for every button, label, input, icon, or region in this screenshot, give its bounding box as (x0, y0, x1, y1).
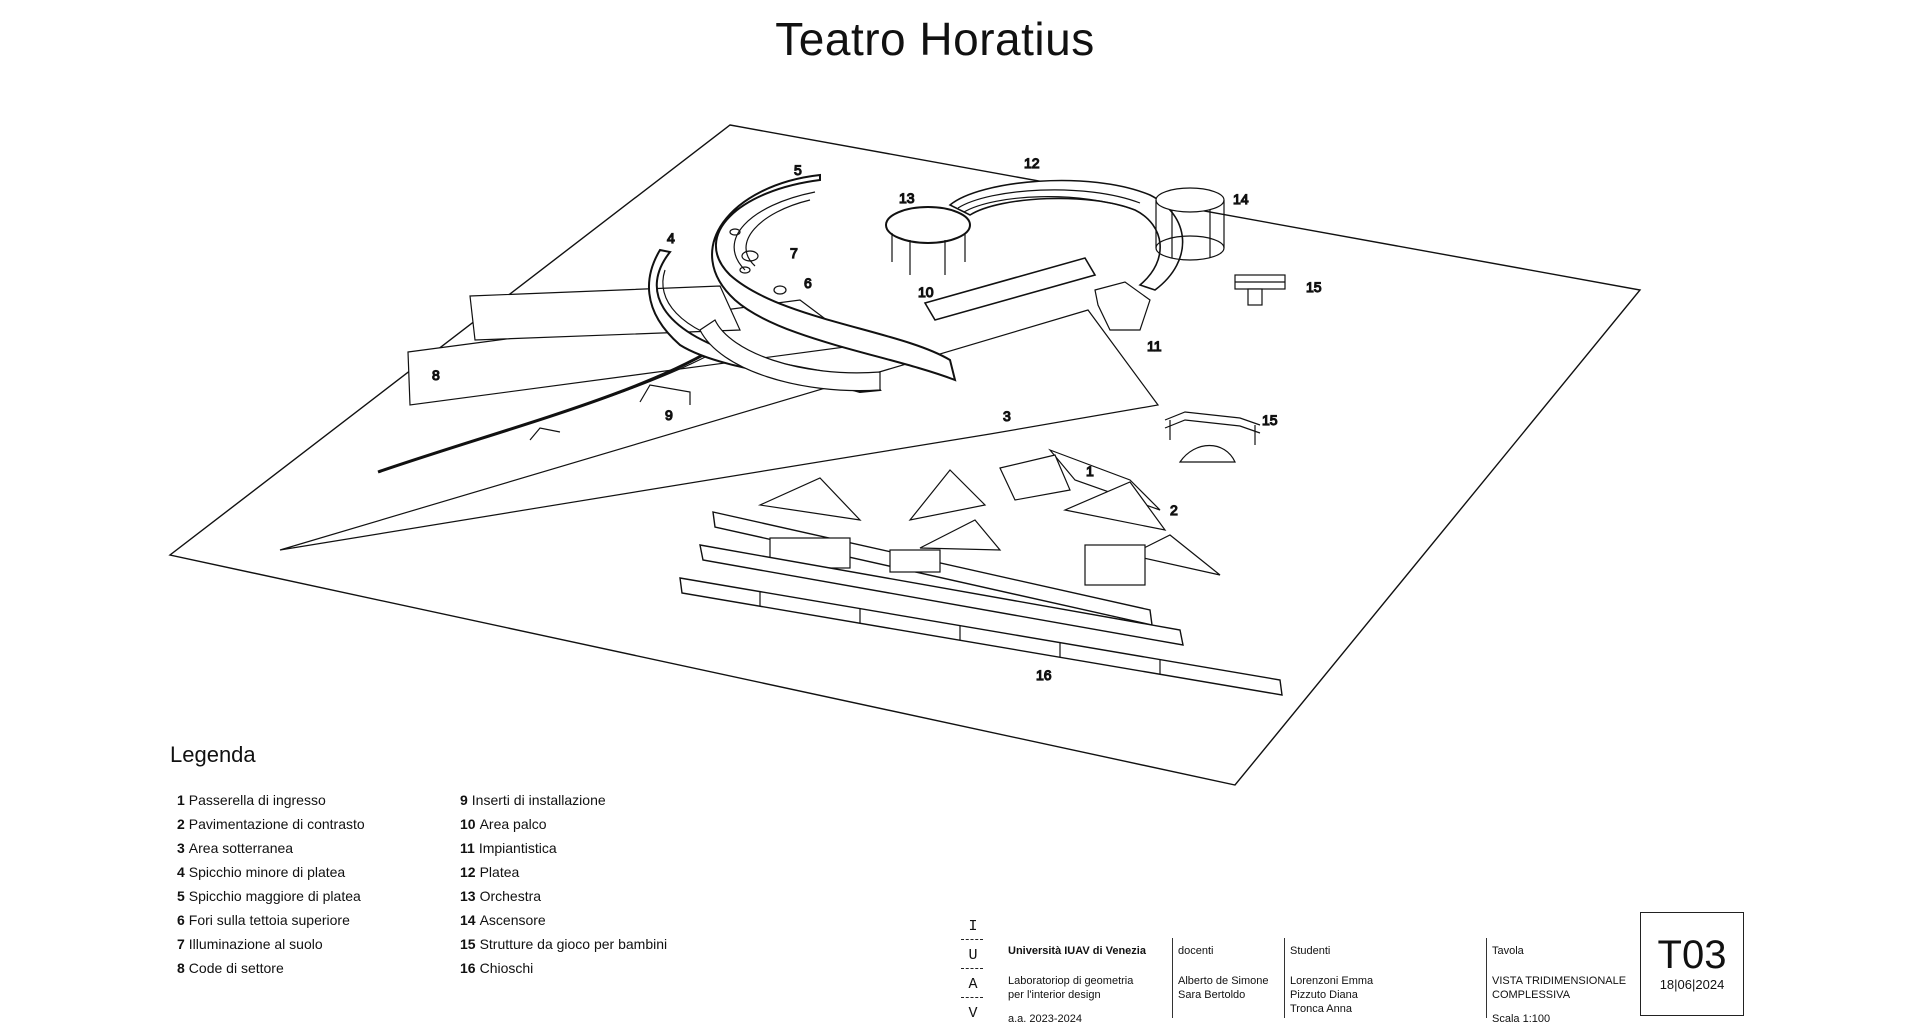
label-3: 3 (1003, 408, 1011, 424)
kiosk-row-3 (679, 577, 1283, 696)
label-4: 4 (667, 230, 675, 246)
roof-hole (729, 228, 741, 236)
label-7: 7 (790, 245, 798, 261)
university-name: Università IUAV di Venezia (1008, 945, 1146, 957)
label-12: 12 (1024, 155, 1040, 171)
sheet-date: 18|06|2024 (1659, 977, 1725, 992)
label-9: 9 (665, 407, 673, 423)
stage-area (923, 257, 1097, 321)
installation-insert (639, 384, 691, 405)
course-line-1: Laboratoriop di geometria (1008, 975, 1134, 987)
course-line-2: per l'interior design (1008, 989, 1101, 1001)
studenti-label: Studenti (1290, 945, 1331, 957)
docente-1: Alberto de Simone (1178, 975, 1269, 987)
sheet-badge: T03 18|06|2024 (1640, 912, 1744, 1016)
tavola-line-1: VISTA TRIDIMENSIONALE (1492, 975, 1627, 987)
studente-2: Pizzuto Diana (1290, 989, 1358, 1001)
label-15-upper: 15 (1306, 279, 1322, 295)
docenti-label: docenti (1178, 945, 1214, 957)
kiosk-row-2 (699, 544, 1184, 646)
label-11: 11 (1147, 338, 1162, 354)
play-structure-lower (1164, 411, 1261, 463)
iuav-logo: I U A V (968, 918, 978, 1022)
play-structure-upper (1234, 274, 1286, 306)
tavola-label: Tavola (1492, 945, 1524, 957)
stalls-major-slice (711, 173, 957, 382)
legend-title: Legenda (170, 742, 256, 767)
tavola-line-2: COMPLESSIVA (1492, 989, 1571, 1001)
studente-3: Tronca Anna (1290, 1003, 1352, 1015)
label-15-lower: 15 (1262, 412, 1278, 428)
orchestra-ring (885, 206, 971, 244)
academic-year: a.a. 2023-2024 (1008, 1013, 1083, 1025)
contrast-paving (1062, 481, 1167, 531)
label-10: 10 (918, 284, 934, 300)
label-8: 8 (432, 367, 440, 383)
label-16: 16 (1036, 667, 1052, 683)
underground-area (279, 309, 1160, 551)
label-14: 14 (1233, 191, 1249, 207)
plant-room (1094, 281, 1151, 331)
docente-2: Sara Bertoldo (1178, 989, 1246, 1001)
sector-tail-upper (469, 285, 741, 341)
label-5: 5 (794, 162, 802, 178)
audience-seating (948, 179, 1184, 291)
sheet-code: T03 (1657, 933, 1727, 977)
label-1: 1 (1086, 463, 1094, 479)
label-2: 2 (1170, 502, 1178, 518)
scale-label: Scala 1:100 (1492, 1013, 1551, 1025)
studente-1: Lorenzoni Emma (1290, 975, 1374, 987)
stalls-base (699, 319, 881, 392)
drawing-title: Teatro Horatius (775, 13, 1095, 65)
label-13: 13 (899, 190, 915, 206)
lift-ring (1155, 187, 1225, 213)
site-plate (168, 124, 1642, 786)
label-6: 6 (804, 275, 812, 291)
